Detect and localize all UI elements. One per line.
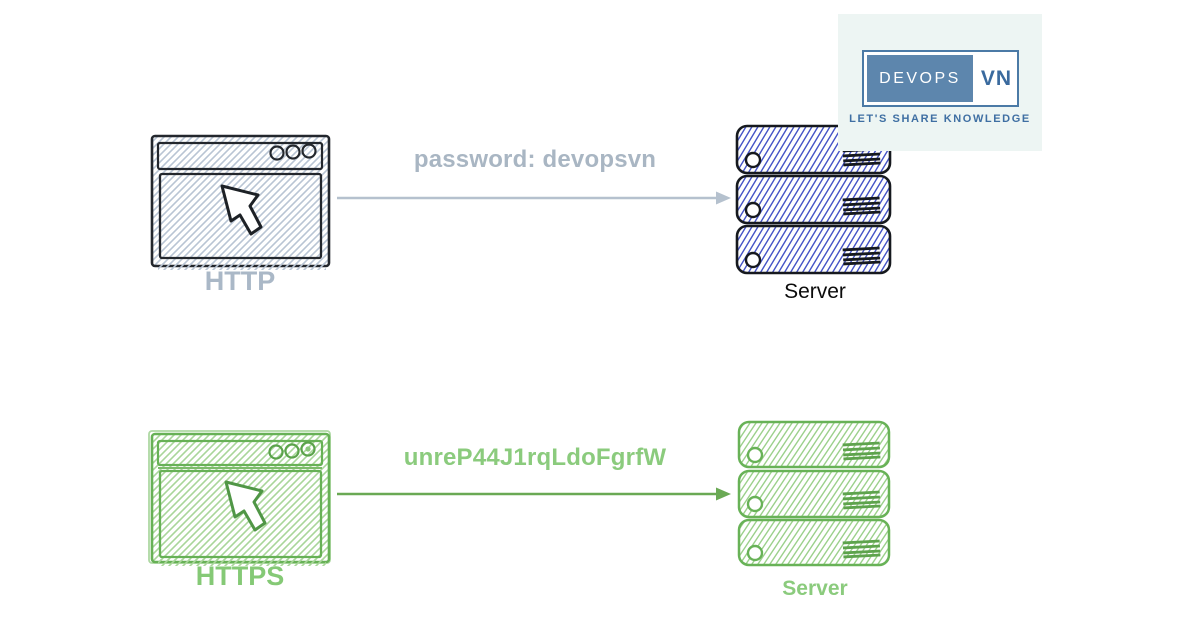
devopsvn-logo: DEVOPS VN LET'S SHARE KNOWLEDGE bbox=[838, 14, 1042, 151]
http-message: password: devopsvn bbox=[413, 146, 657, 173]
server-unit bbox=[737, 518, 891, 567]
server-unit bbox=[737, 469, 891, 519]
http-server-stack-icon bbox=[735, 124, 892, 275]
logo-brand-primary: DEVOPS bbox=[867, 55, 973, 102]
http-arrow bbox=[337, 191, 731, 205]
https-message: unreP44J1rqLdoFgrfW bbox=[403, 444, 667, 471]
server-unit bbox=[735, 174, 892, 225]
https-server-label: Server bbox=[782, 577, 848, 600]
browser-buttons-icon bbox=[269, 143, 317, 161]
https-arrow bbox=[337, 487, 731, 501]
cursor-icon bbox=[224, 480, 267, 532]
server-unit bbox=[735, 224, 892, 275]
logo-tagline: LET'S SHARE KNOWLEDGE bbox=[849, 113, 1031, 125]
http-browser-window-icon bbox=[150, 134, 331, 270]
https-browser-label: HTTPS bbox=[195, 561, 285, 591]
server-unit bbox=[737, 420, 891, 469]
browser-buttons-icon bbox=[268, 441, 316, 460]
https-server-stack-icon bbox=[737, 420, 891, 567]
http-server-label: Server bbox=[784, 280, 846, 303]
logo-box: DEVOPS VN bbox=[862, 50, 1019, 107]
logo-brand-secondary: VN bbox=[980, 66, 1013, 90]
https-browser-window-icon bbox=[148, 430, 331, 566]
cursor-icon bbox=[220, 184, 263, 236]
http-browser-label: HTTP bbox=[204, 266, 276, 296]
